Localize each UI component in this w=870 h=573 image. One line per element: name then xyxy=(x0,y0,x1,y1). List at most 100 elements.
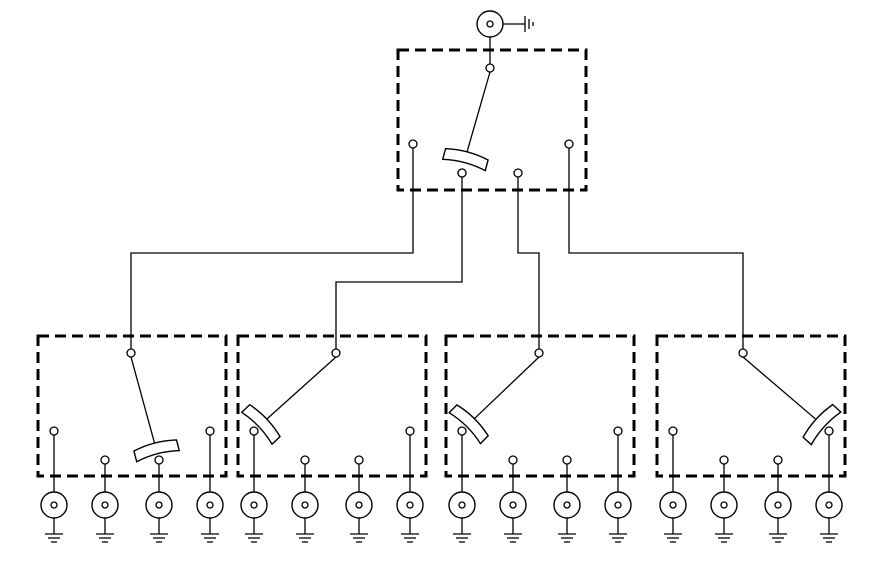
coax-center-pin xyxy=(563,501,571,509)
bottom-switch-module-4 xyxy=(655,334,847,492)
bottom-switch-arm xyxy=(469,356,540,423)
top-switch-arm xyxy=(464,71,491,160)
ground-symbol xyxy=(296,518,314,543)
bottom-switch-arm xyxy=(742,356,821,424)
output-coax-connector xyxy=(499,491,527,519)
output-coax-connector xyxy=(815,491,843,519)
ground-symbol xyxy=(45,518,63,543)
bottom-switch-pin-2 xyxy=(508,455,518,465)
coax-center-pin xyxy=(774,501,782,509)
output-coax-connector xyxy=(604,491,632,519)
coax-center-pin xyxy=(486,20,494,28)
wire-to-module-4 xyxy=(568,148,744,349)
bottom-switch-wiper xyxy=(133,439,181,463)
top-switch-pin-1 xyxy=(408,139,418,149)
bottom-switch-pin-1 xyxy=(457,426,467,436)
ground-symbol xyxy=(558,518,576,543)
ground-symbol xyxy=(401,518,419,543)
bottom-switch-pin-3 xyxy=(154,455,164,465)
output-coax-connector xyxy=(710,491,738,519)
bottom-switch-pin-3 xyxy=(562,455,572,465)
top-switch-enclosure xyxy=(396,48,588,192)
bottom-switch-enclosure xyxy=(444,334,636,478)
bottom-switch-wiper xyxy=(802,403,842,446)
bottom-switch-enclosure xyxy=(236,334,428,478)
bottom-switch-pin-1 xyxy=(49,426,59,436)
bottom-switch-module-2 xyxy=(236,334,428,492)
top-switch-wiper xyxy=(441,147,489,172)
coax-center-pin xyxy=(509,501,517,509)
bottom-switch-arm xyxy=(130,356,157,449)
bottom-switch-pin-4 xyxy=(405,426,415,436)
coax-center-pin xyxy=(406,501,414,509)
bottom-switch-common-pin xyxy=(534,348,544,358)
bottom-switch-pin-3 xyxy=(354,455,364,465)
top-switch-module xyxy=(396,10,588,192)
output-coax-connector xyxy=(396,491,424,519)
ground-symbol xyxy=(350,518,368,543)
ground-symbol xyxy=(150,518,168,543)
bottom-switch-enclosure xyxy=(36,334,228,478)
bottom-switch-wiper xyxy=(448,403,490,445)
coax-center-pin xyxy=(355,501,363,509)
output-coax-connector xyxy=(764,491,792,519)
coax-center-pin xyxy=(101,501,109,509)
ground-symbol xyxy=(609,518,627,543)
coax-center-pin xyxy=(669,501,677,509)
input-coax-connector xyxy=(476,10,504,38)
ground-symbol xyxy=(820,518,838,543)
bottom-switch-pin-4 xyxy=(824,426,834,436)
coax-center-pin xyxy=(458,501,466,509)
bottom-switch-common-pin xyxy=(126,348,136,358)
ground-symbol xyxy=(96,518,114,543)
top-switch-pin-4 xyxy=(564,139,574,149)
output-coax-connector xyxy=(196,491,224,519)
ground-symbol xyxy=(769,518,787,543)
bottom-switch-pin-2 xyxy=(719,455,729,465)
ground-symbol xyxy=(201,518,219,543)
interconnect-wires xyxy=(130,148,744,349)
bottom-switch-pin-1 xyxy=(668,426,678,436)
ground-symbol xyxy=(504,518,522,543)
output-coax-connector xyxy=(345,491,373,519)
bottom-switch-arm xyxy=(262,356,337,424)
output-coax-connector xyxy=(40,491,68,519)
ground-symbol xyxy=(715,518,733,543)
bottom-switch-pin-2 xyxy=(100,455,110,465)
ground-symbol xyxy=(245,518,263,543)
bottom-switch-pin-3 xyxy=(773,455,783,465)
coax-center-pin xyxy=(206,501,214,509)
coax-center-pin xyxy=(250,501,258,509)
output-coax-connector xyxy=(291,491,319,519)
output-coax-connector xyxy=(91,491,119,519)
coax-center-pin xyxy=(155,501,163,509)
bottom-switch-common-pin xyxy=(738,348,748,358)
output-coax-connector xyxy=(145,491,173,519)
bottom-switch-common-pin xyxy=(331,348,341,358)
output-coax-connector xyxy=(448,491,476,519)
ground-symbol xyxy=(664,518,682,543)
wire-to-module-1 xyxy=(130,148,414,349)
top-switch-selected-pin xyxy=(457,168,467,178)
coax-center-pin xyxy=(301,501,309,509)
output-coax-connector xyxy=(240,491,268,519)
bottom-switch-pin-2 xyxy=(300,455,310,465)
coax-center-pin xyxy=(720,501,728,509)
bottom-switch-pin-4 xyxy=(205,426,215,436)
bottom-switch-pin-4 xyxy=(613,426,623,436)
coax-center-pin xyxy=(614,501,622,509)
wire-to-module-3 xyxy=(517,177,540,349)
bottom-switch-enclosure xyxy=(655,334,847,478)
top-switch-pin-3 xyxy=(513,168,523,178)
ground-symbol xyxy=(503,16,534,32)
ground-symbol xyxy=(453,518,471,543)
output-connectors xyxy=(40,491,843,543)
wire-to-module-2 xyxy=(335,177,463,349)
bottom-switch-module-3 xyxy=(444,334,636,492)
bottom-switch-module-1 xyxy=(36,334,228,492)
output-coax-connector xyxy=(553,491,581,519)
bottom-switch-wiper xyxy=(240,403,281,446)
coax-center-pin xyxy=(825,501,833,509)
coax-center-pin xyxy=(50,501,58,509)
